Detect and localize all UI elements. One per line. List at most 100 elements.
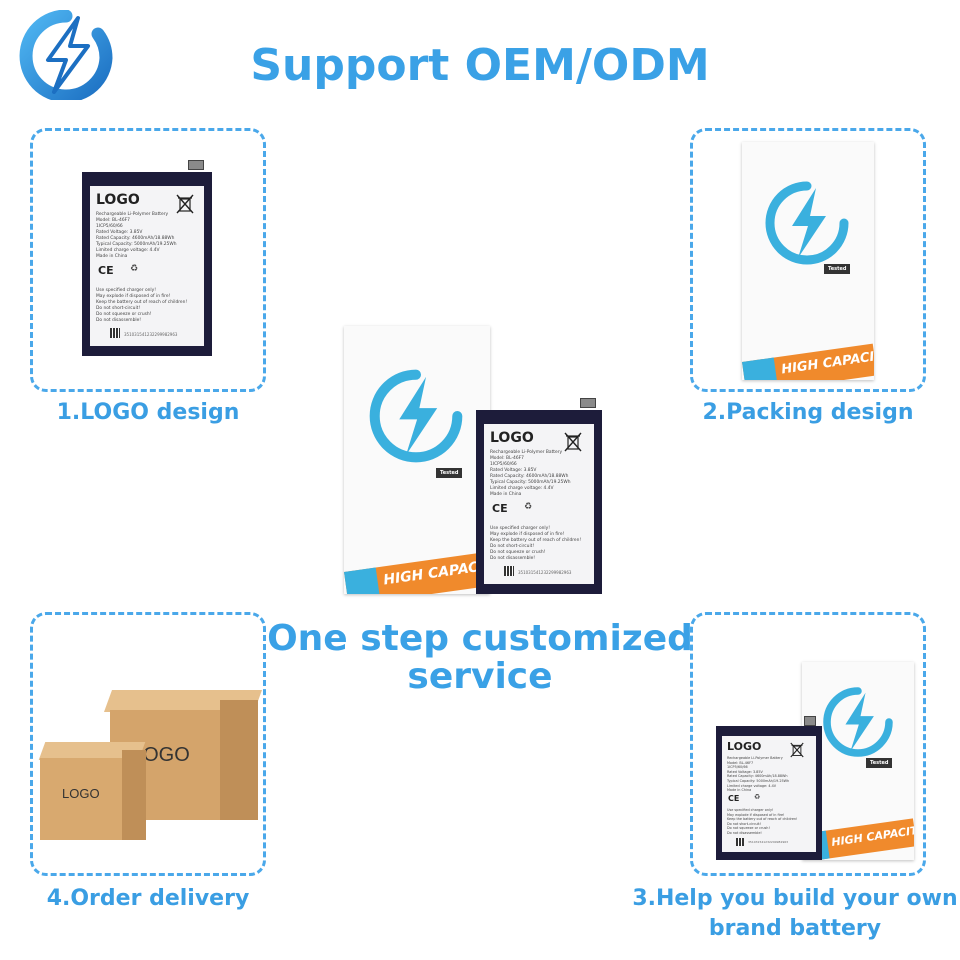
spec-line: Typical Capacity: 5000mAh/19.25Wh	[490, 480, 571, 485]
spec-line: Rechargeable Li-Polymer Battery	[490, 450, 563, 455]
spec-line: Model: BL-46F7	[727, 760, 754, 765]
spec-line: Made in China	[96, 254, 128, 259]
recycle-icon: ♻	[524, 502, 533, 512]
spec-line: 1ICP5/60/66	[96, 224, 123, 229]
recycle-icon: ♻	[754, 793, 761, 801]
spec-line: Limited charge voltage: 4.4V	[490, 486, 554, 491]
center-title: One step customized service	[0, 620, 960, 696]
battery-tab	[188, 160, 204, 170]
battery-own-brand: LOGO Rechargeable Li-Polymer Battery Mod…	[716, 716, 822, 860]
center-title-line1: One step customized	[267, 618, 693, 659]
caption-logo-design: 1.LOGO design	[56, 400, 240, 425]
ce-mark: CE	[492, 502, 508, 515]
warning-line: Do not short-circuit!	[727, 821, 762, 826]
spec-line: 1ICP5/60/66	[727, 765, 748, 770]
crossed-bin-icon	[176, 194, 194, 218]
lightning-circle-icon	[823, 687, 893, 757]
battery-serial: 351031541232299982963	[124, 332, 178, 337]
battery-specs: Rechargeable Li-Polymer Battery Model: B…	[96, 212, 176, 260]
warning-line: Do not disassemble!	[490, 556, 536, 561]
battery-center: LOGO Rechargeable Li-Polymer Battery Mod…	[476, 398, 602, 594]
ce-mark: CE	[98, 264, 114, 277]
carton-large-side	[220, 700, 258, 820]
spec-line: Rated Capacity: 4600mAh/18.88Wh	[490, 474, 569, 479]
band-text: HIGH CAPACITY	[780, 347, 874, 378]
spec-line: Limited charge voltage: 4.4V	[96, 248, 160, 253]
battery-label: LOGO Rechargeable Li-Polymer Battery Mod…	[484, 424, 594, 584]
warning-line: May explode if disposed of in fire!	[96, 294, 171, 299]
battery-logo-text: LOGO	[96, 192, 140, 208]
carton-large-logo: LOGO	[132, 744, 190, 766]
warning-line: Keep the battery out of reach of childre…	[490, 538, 582, 543]
spec-line: Model: BL-46F7	[96, 218, 130, 223]
page-title: Support OEM/ODM	[250, 40, 710, 91]
tested-badge: Tested	[824, 264, 851, 274]
qr-code	[110, 328, 120, 338]
battery-specs: Rechargeable Li-Polymer Battery Model: B…	[490, 450, 570, 498]
battery-serial: 351031541232299982963	[518, 570, 572, 575]
battery-tab	[580, 398, 596, 408]
package-packing-design: Tested HIGH CAPACITY	[742, 142, 874, 380]
ce-mark: CE	[728, 794, 740, 803]
frame-order-delivery	[30, 612, 266, 876]
warning-line: May explode if disposed of in fire!	[727, 812, 785, 817]
caption-own-brand-line1: 3.Help you build your own	[632, 886, 958, 911]
spec-line: Rated Voltage: 3.85V	[727, 769, 763, 774]
warning-line: Do not short-circuit!	[490, 544, 535, 549]
battery-label: LOGO Rechargeable Li-Polymer Battery Mod…	[90, 186, 204, 346]
lightning-circle-icon	[369, 369, 463, 463]
tested-badge: Tested	[436, 468, 463, 478]
crossed-bin-icon	[564, 432, 582, 456]
battery-specs: Rechargeable Li-Polymer Battery Model: B…	[727, 756, 789, 793]
warning-line: Do not squeeze or crush!	[96, 312, 152, 317]
qr-code	[736, 838, 744, 846]
warning-line: Use specified charger only!	[727, 808, 774, 812]
spec-line: Limited charge voltage: 4.4V	[727, 783, 777, 788]
warning-line: May explode if disposed of in fire!	[490, 532, 565, 537]
lightning-circle-icon	[765, 181, 849, 265]
brand-logo	[18, 9, 114, 103]
carton-small-logo: LOGO	[62, 786, 100, 801]
warning-line: Do not squeeze or crush!	[490, 550, 546, 555]
warning-line: Keep the battery out of reach of childre…	[727, 817, 798, 822]
battery-logo-design: LOGO Rechargeable Li-Polymer Battery Mod…	[82, 160, 212, 356]
recycle-icon: ♻	[130, 264, 139, 274]
spec-line: Rated Capacity: 4600mAh/18.88Wh	[96, 236, 175, 241]
caption-own-brand: 3.Help you build your own brand battery	[620, 884, 960, 944]
warning-line: Keep the battery out of reach of childre…	[96, 300, 188, 305]
frame-logo-design	[30, 128, 266, 392]
qr-code	[504, 566, 514, 576]
center-title-line2: service	[407, 656, 553, 697]
spec-line: Rechargeable Li-Polymer Battery	[96, 212, 169, 217]
warning-line: Do not short-circuit!	[96, 306, 141, 311]
carton-small-front	[40, 758, 122, 840]
warning-line: Do not disassemble!	[96, 318, 142, 323]
battery-logo-text: LOGO	[490, 430, 534, 446]
battery-label: LOGO Rechargeable Li-Polymer Battery Mod…	[722, 736, 816, 852]
band-blue-stripe	[344, 567, 381, 594]
spec-line: Rechargeable Li-Polymer Battery	[727, 756, 783, 760]
package-center: Tested HIGH CAPACITY	[344, 326, 490, 594]
band-blue-stripe	[742, 357, 779, 380]
caption-packing-design: 2.Packing design	[702, 400, 914, 425]
battery-tab	[804, 716, 816, 726]
carton-small-side	[122, 750, 146, 840]
battery-serial: 351031541232299982963	[748, 840, 789, 844]
battery-warnings: Use specified charger only! May explode …	[96, 288, 187, 324]
spec-line: Model: BL-46F7	[490, 456, 524, 461]
frame-own-brand	[690, 612, 926, 876]
battery-warnings: Use specified charger only! May explode …	[727, 808, 797, 836]
frame-packing-design	[690, 128, 926, 392]
caption-own-brand-line2: brand battery	[708, 916, 882, 941]
spec-line: Rated Voltage: 3.85V	[490, 468, 537, 473]
caption-order-delivery: 4.Order delivery	[46, 886, 250, 911]
tested-badge: Tested	[866, 758, 893, 768]
band-text: HIGH CAPACITY	[382, 555, 490, 589]
warning-line: Do not disassemble!	[727, 830, 762, 835]
spec-line: Made in China	[490, 492, 522, 497]
spec-line: Typical Capacity: 5000mAh/19.25Wh	[96, 242, 177, 247]
high-capacity-band: HIGH CAPACITY	[344, 551, 490, 594]
crossed-bin-icon	[790, 742, 804, 762]
spec-line: Rated Capacity: 4600mAh/18.88Wh	[727, 774, 788, 779]
battery-logo-text: LOGO	[727, 740, 762, 753]
